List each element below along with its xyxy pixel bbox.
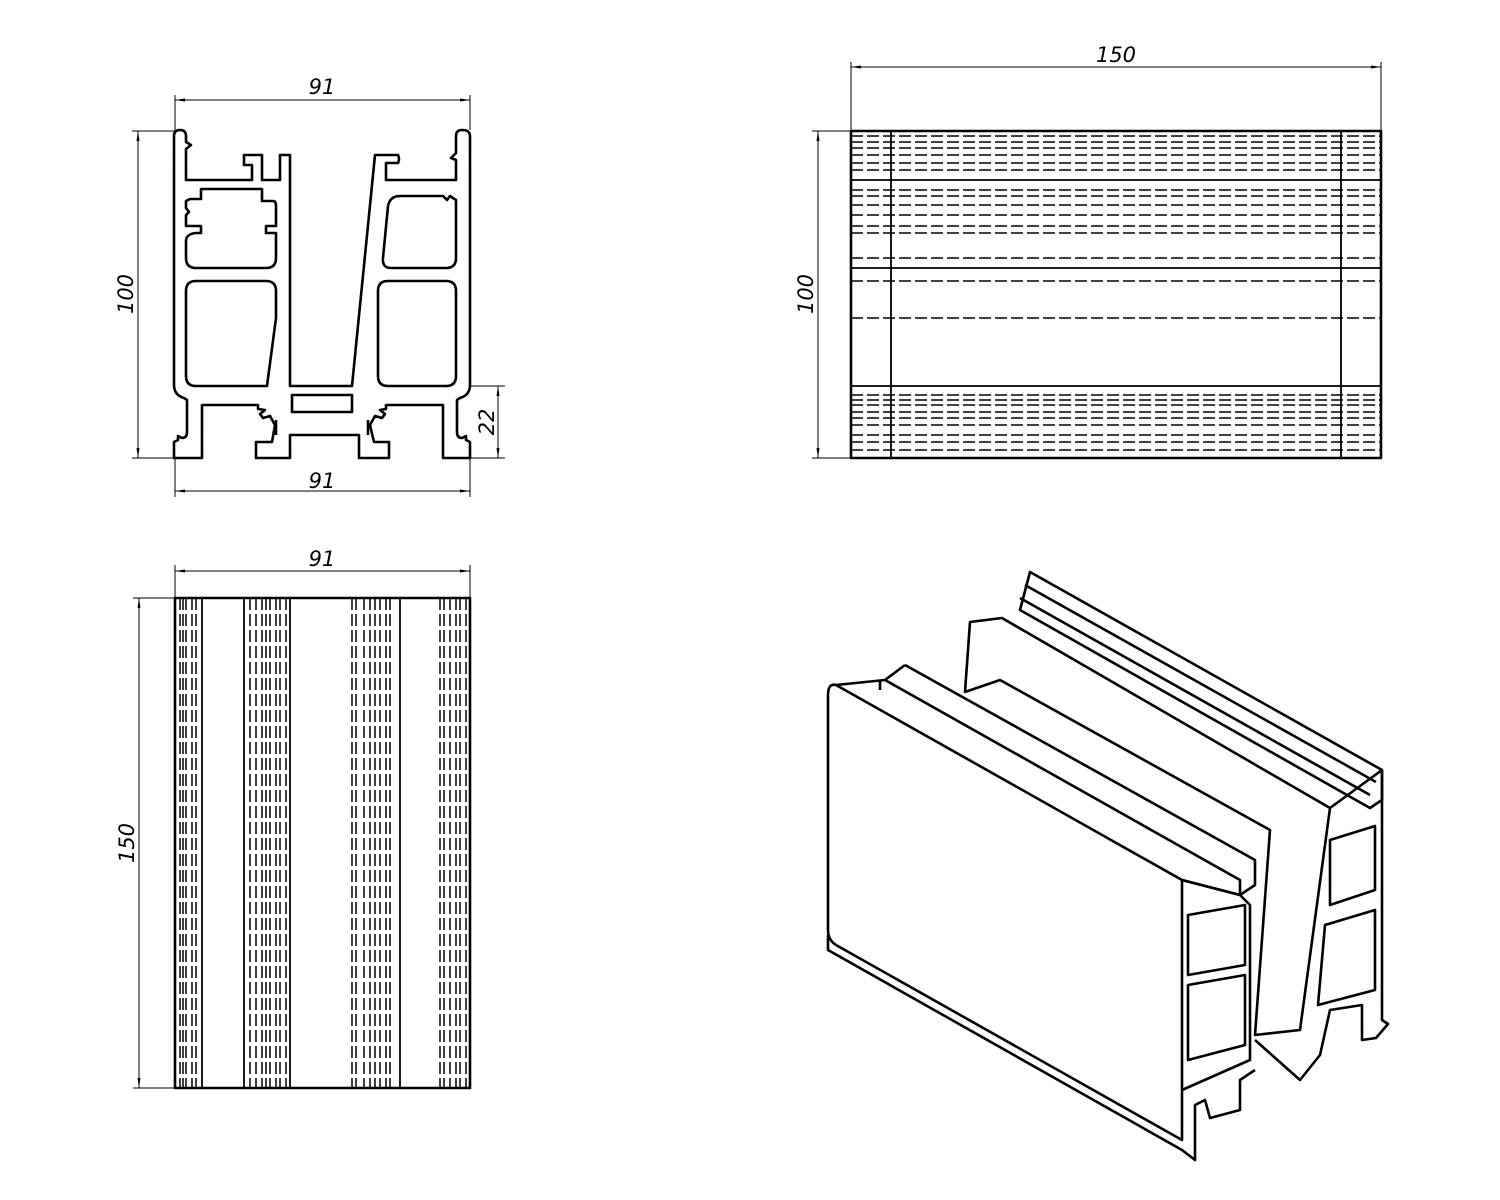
dimension-length-plan: 150 <box>115 823 139 863</box>
dimension-height: 100 <box>114 274 138 314</box>
rear-rail <box>1018 570 1384 810</box>
side-elevation-view: 150 100 <box>794 43 1383 460</box>
dimension-length: 150 <box>1096 43 1136 67</box>
upper-right-chamber <box>381 194 458 270</box>
rear-wall <box>963 616 1332 1037</box>
lower-left-chamber <box>184 279 278 388</box>
lower-right-chamber <box>376 279 458 388</box>
front-chambers <box>1186 903 1247 1062</box>
plan-outline <box>173 596 472 1090</box>
front-rails <box>835 663 1257 897</box>
dimension-width-plan: 91 <box>309 547 336 571</box>
dimension-foot-height: 22 <box>475 409 499 436</box>
dimension-width-top: 91 <box>309 75 336 99</box>
center-slot <box>290 393 354 414</box>
dimension-height-side: 100 <box>794 274 818 314</box>
front-foot <box>826 935 1256 1162</box>
front-face <box>826 683 1184 1142</box>
side-outline <box>849 129 1383 460</box>
dimension-width-bottom: 91 <box>309 469 336 493</box>
rear-chambers <box>1316 824 1377 1007</box>
profile-outline <box>172 128 472 460</box>
isometric-view <box>826 570 1390 1162</box>
plan-view: 91 150 <box>115 547 472 1090</box>
upper-left-chamber <box>184 187 278 270</box>
front-profile-end <box>1181 878 1252 1092</box>
cross-section-view: 91 100 22 91 <box>114 75 505 497</box>
rear-profile-end <box>1254 768 1390 1082</box>
bottom-bridge <box>274 420 370 435</box>
